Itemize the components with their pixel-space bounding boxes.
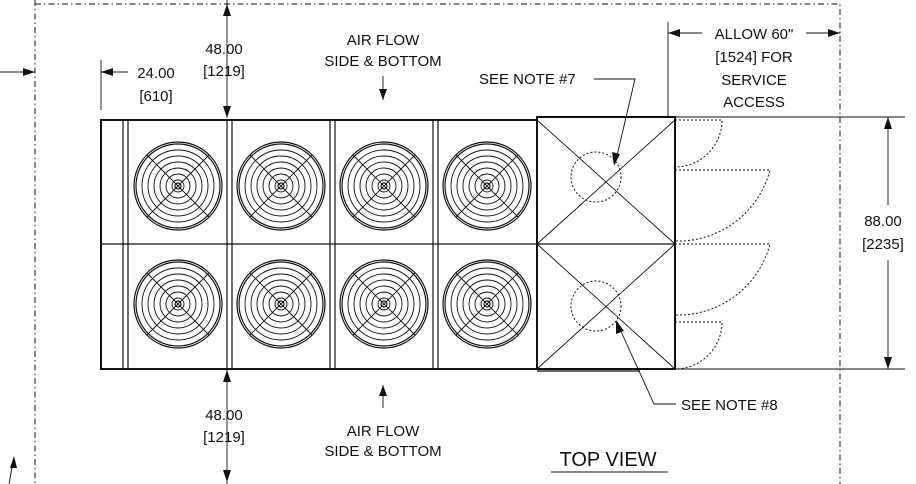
top-clearance-value: 48.00 [205,41,243,58]
view-title-text: TOP VIEW [559,449,656,471]
allow-line1: ALLOW 60" [715,26,794,43]
top-airflow-note: AIR FLOW SIDE & BOTTOM [324,32,442,100]
control-box [536,116,676,372]
condenser-fan [339,259,429,349]
bottom-airflow-line1: AIR FLOW [347,423,420,440]
service-door-swings [674,119,771,370]
top-airflow-line2: SIDE & BOTTOM [324,53,441,70]
note7-opening [570,151,622,203]
note8-text: SEE NOTE #8 [681,397,778,414]
end-clearance-dimension: 24.00 [610] [0,60,175,110]
bottom-airflow-line2: SIDE & BOTTOM [324,443,441,460]
allow-line3: SERVICE [721,72,787,89]
view-title: TOP VIEW [551,449,668,473]
condenser-fan [442,141,532,231]
condenser-fan [236,141,326,231]
condenser-fan-grid [133,141,532,349]
unit-width-dimension: 88.00 [2235] [646,116,905,370]
top-airflow-line1: AIR FLOW [347,32,420,49]
note8-callout: SEE NOTE #8 [616,320,778,414]
end-clearance-mm: [610] [139,88,172,105]
end-clearance-value: 24.00 [137,65,175,82]
condenser-fan [236,259,326,349]
top-clearance-mm: [1219] [203,63,245,80]
note7-text: SEE NOTE #7 [479,71,576,88]
clearance-boundary [34,0,841,484]
leader-bottom-left [8,456,17,484]
note7-callout: SEE NOTE #7 [479,71,636,166]
allow-line2: [1524] FOR [715,49,793,66]
bottom-clearance-mm: [1219] [203,429,245,446]
service-access-dimension: ALLOW 60" [1524] FOR SERVICE ACCESS [667,22,840,118]
top-clearance-dimension: 48.00 [1219] [203,0,245,118]
note8-opening [570,280,622,332]
bottom-clearance-dimension: 48.00 [1219] [203,369,245,484]
condenser-fan [339,141,429,231]
unit-width-value: 88.00 [864,213,902,230]
bottom-clearance-value: 48.00 [205,407,243,424]
bottom-airflow-note: AIR FLOW SIDE & BOTTOM [324,385,442,460]
allow-line4: ACCESS [723,94,785,111]
condenser-fan [133,259,223,349]
condenser-fan [133,141,223,231]
condenser-fan [442,259,532,349]
unit-width-mm: [2235] [862,236,904,253]
